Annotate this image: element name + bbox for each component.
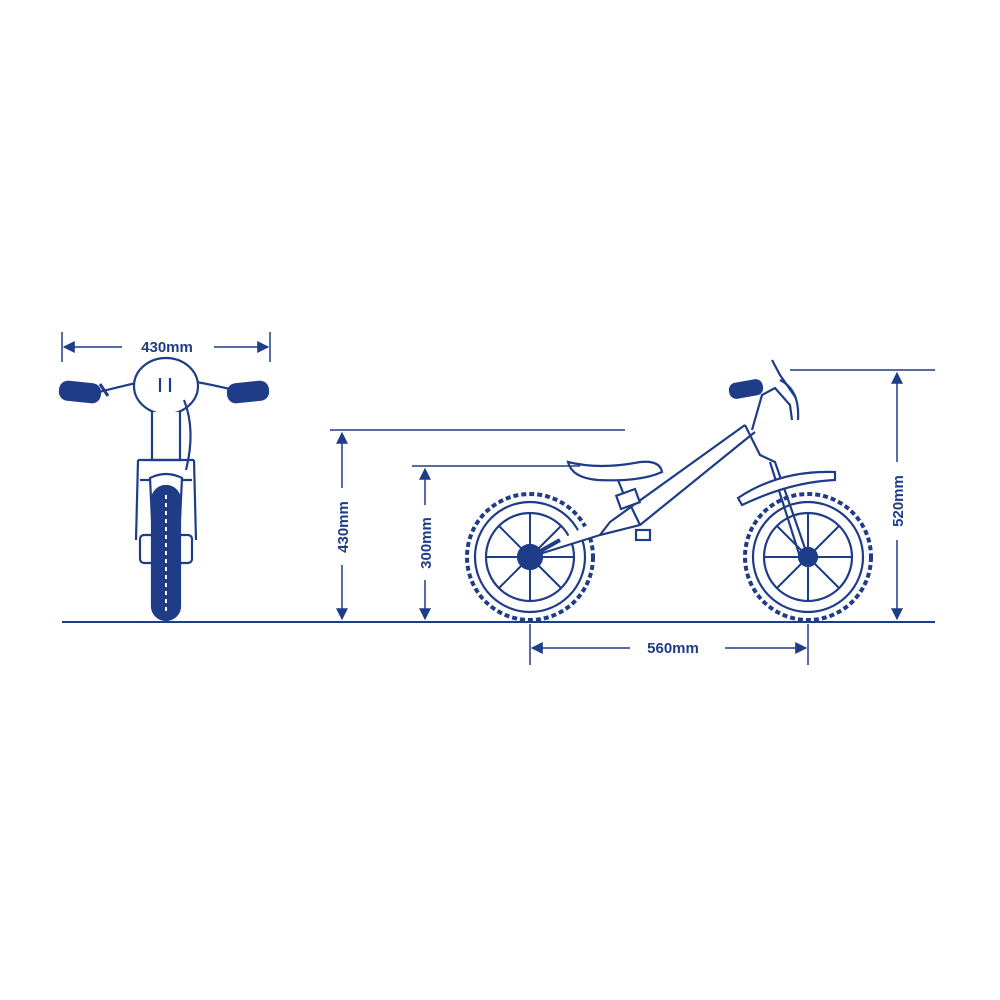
front-fender-side <box>736 470 837 507</box>
front-view-bike <box>58 356 270 622</box>
side-view-bike <box>465 359 873 622</box>
right-grip-icon <box>226 380 270 404</box>
seat-height-max-label: 430mm <box>335 501 352 553</box>
front-width-dimension: 430mm <box>61 332 271 362</box>
front-stem <box>150 412 182 462</box>
left-grip-icon <box>58 380 102 404</box>
side-grip-icon <box>728 379 764 399</box>
seat-height-min-dimension: 300mm <box>412 465 580 621</box>
seat-height-max-dimension: 430mm <box>330 429 625 621</box>
bike-seat <box>566 460 664 482</box>
front-width-label: 430mm <box>141 339 193 356</box>
bike-frame <box>529 424 756 559</box>
overall-height-label: 520mm <box>890 475 907 527</box>
wheelbase-label: 560mm <box>647 640 699 657</box>
front-number-plate <box>132 356 200 416</box>
front-wheel <box>743 492 873 622</box>
head-tube <box>744 424 810 558</box>
seat-height-min-label: 300mm <box>418 517 435 569</box>
side-handlebar <box>750 386 794 431</box>
front-fork <box>134 458 198 541</box>
overall-height-dimension: 520mm <box>790 369 935 621</box>
wheelbase-dimension: 560mm <box>529 624 809 665</box>
